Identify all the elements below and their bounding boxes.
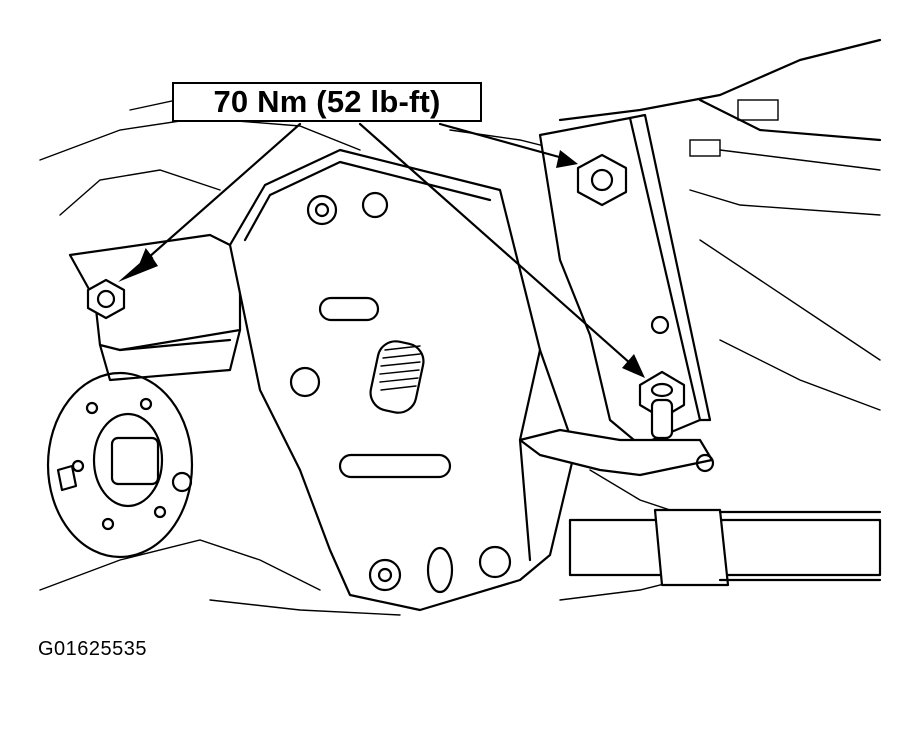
pulley-flange <box>46 371 194 559</box>
mount-plate <box>228 148 577 612</box>
bolt-upper-right <box>576 153 628 207</box>
figure-id-label: G01625535 <box>38 638 148 660</box>
bolt-lower-right <box>638 370 686 440</box>
bolt-left <box>86 278 126 320</box>
torque-callout-label: 70 Nm (52 lb-ft) <box>172 82 482 122</box>
drive-shaft <box>568 508 882 587</box>
right-bracket <box>518 113 715 477</box>
callout-leaders <box>118 122 645 378</box>
